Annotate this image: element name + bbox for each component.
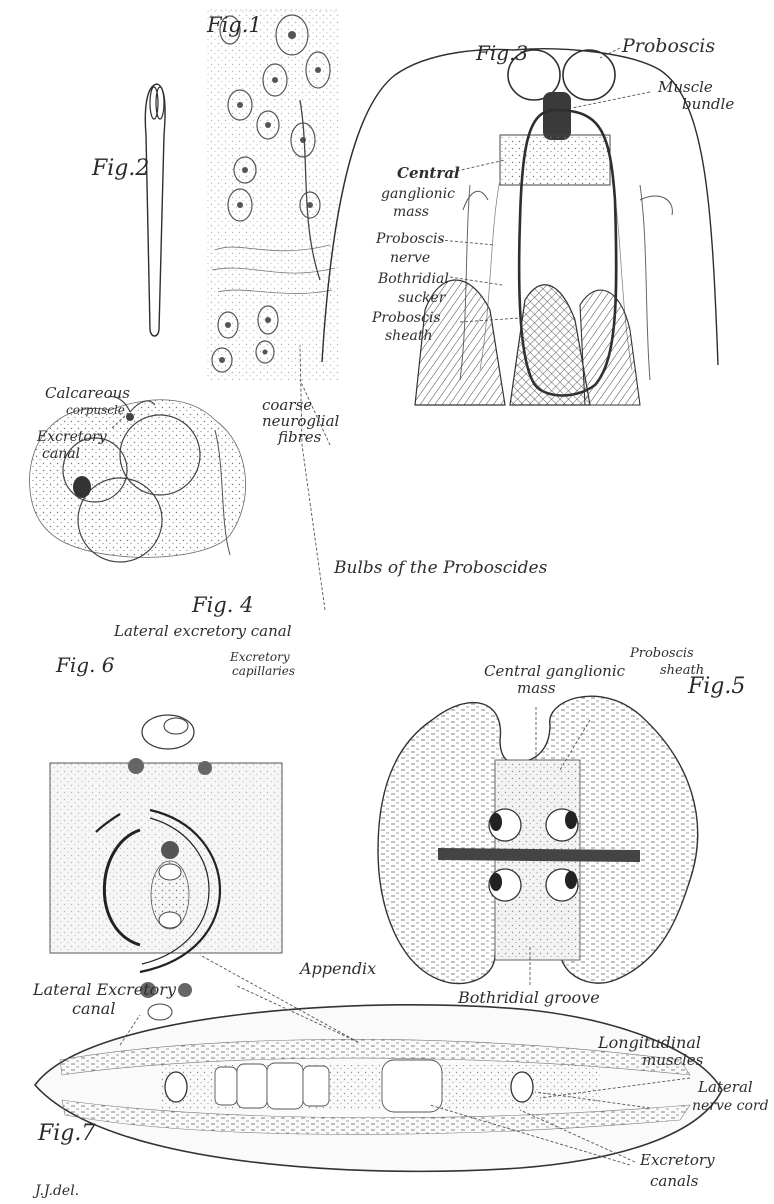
fig4-title: Fig. 4 [191, 593, 253, 617]
label-proboscis: Proboscis [621, 35, 715, 57]
label-lateral-nerve-cord-2: nerve cord [692, 1098, 769, 1114]
label-excretory-canals-2: canals [650, 1172, 699, 1190]
label-proboscis-nerve-2: nerve [390, 250, 430, 266]
fig2-drawing [145, 84, 165, 336]
fig7-title: Fig.7 [37, 1121, 95, 1146]
label-bothridial-groove: Bothridial groove [457, 988, 600, 1007]
label-proboscis-nerve-1: Proboscis [375, 231, 445, 247]
label-excretory-capillaries-2: capillaries [232, 664, 295, 678]
label-bulbs-of-the-proboscides: Bulbs of the Proboscides [333, 558, 548, 578]
label-proboscis-sheath-fig5-1: Proboscis [629, 646, 694, 661]
label-coarse-neuroglial-fibres-3: fibres [277, 428, 322, 446]
fig4-drawing [30, 397, 246, 562]
label-longitudinal-muscles-1: Longitudinal [597, 1033, 701, 1052]
label-longitudinal-muscles-2: muscles [642, 1051, 704, 1069]
label-central-ganglionic-mass-1: Central [397, 164, 460, 182]
label-central-ganglionic-mass-3: mass [393, 204, 429, 220]
label-proboscis-sheath-fig3-1: Proboscis [371, 310, 441, 326]
fig3-drawing [322, 49, 718, 405]
label-lateral-excretory-canal-bottom-2: canal [72, 999, 115, 1018]
label-muscle-bundle-1: Muscle [657, 78, 713, 96]
fig1-title: Fig.1 [206, 13, 262, 37]
label-central-ganglionic-mass-2: ganglionic [381, 186, 455, 202]
fig5-drawing [378, 696, 698, 983]
fig6-title: Fig. 6 [55, 653, 115, 677]
label-proboscis-sheath-fig3-2: sheath [385, 328, 432, 344]
label-muscle-bundle-2: bundle [682, 95, 734, 113]
label-lateral-excretory-canal-top: Lateral excretory canal [113, 622, 292, 640]
fig6-drawing [50, 715, 282, 1020]
label-proboscis-sheath-fig5-2: sheath [660, 663, 704, 678]
label-excretory-canals-1: Excretory [639, 1151, 715, 1169]
label-bothridial-sucker-1: Bothridial [377, 271, 449, 287]
fig1-drawing [205, 10, 340, 380]
label-calcareous-corpuscle-2: corpuscle [66, 403, 125, 417]
label-bothridial-sucker-2: sucker [398, 290, 447, 306]
label-excretory-canal-fig4-1: Excretory [36, 429, 108, 445]
label-lateral-excretory-canal-bottom-1: Lateral Excretory [32, 980, 177, 999]
fig7-drawing [35, 1005, 722, 1172]
label-appendix: Appendix [298, 959, 376, 978]
label-excretory-canal-fig4-2: canal [42, 446, 80, 462]
label-calcareous-corpuscle-1: Calcareous [45, 384, 130, 402]
label-central-ganglionic-mass-fig5-1: Central ganglionic [484, 662, 626, 680]
fig2-title: Fig.2 [91, 156, 149, 181]
signature: J.J.del. [32, 1183, 79, 1199]
fig3-title: Fig.3 [475, 41, 528, 65]
label-lateral-nerve-cord-1: Lateral [697, 1078, 753, 1096]
label-excretory-capillaries-1: Excretory [229, 650, 290, 664]
label-central-ganglionic-mass-fig5-2: mass [517, 679, 556, 697]
